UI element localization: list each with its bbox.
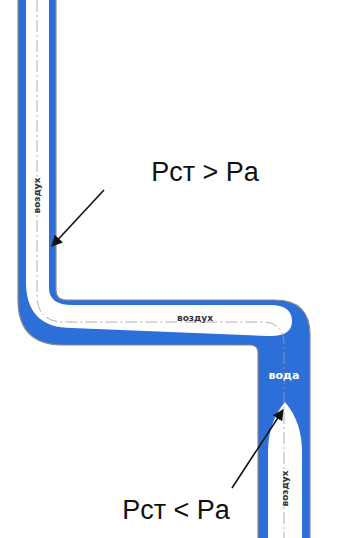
pipe-wall: [56, 0, 310, 538]
pipe-wall: [18, 0, 258, 538]
leader-arrow: [52, 190, 104, 246]
air-label: воздух: [177, 314, 213, 323]
air-label: воздух: [33, 177, 42, 213]
center-line: [37, 0, 284, 538]
air-core: [26, 0, 292, 336]
pressure-label: Pст > Pa: [149, 159, 261, 186]
pressure-label: Pст < Pa: [120, 497, 232, 524]
water-label: вода: [269, 370, 300, 381]
air-label: воздух: [281, 470, 290, 506]
air-bubble: [268, 402, 302, 538]
leader-arrow: [232, 410, 283, 488]
water-fill: [18, 0, 310, 538]
